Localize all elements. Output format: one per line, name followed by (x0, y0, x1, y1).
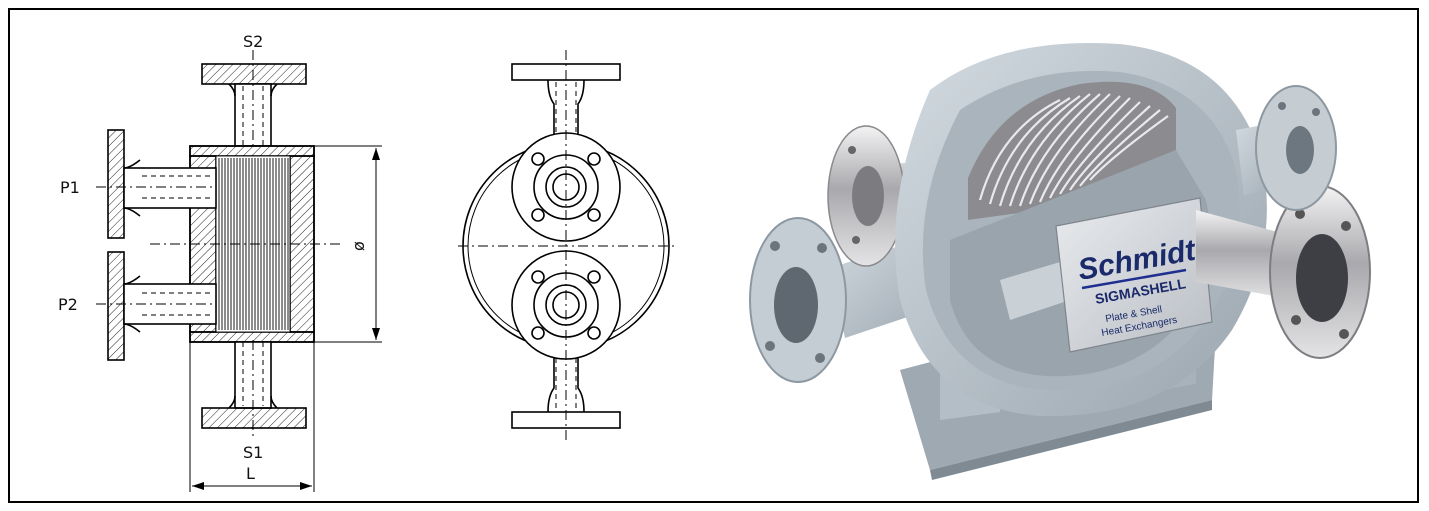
label-s1: S1 (243, 443, 263, 462)
p2-flange (107, 251, 125, 361)
s1-flange (201, 407, 307, 429)
label-length: L (246, 464, 255, 483)
product-photo: Schmidt SIGMASHELL Plate & Shell Heat Ex… (749, 42, 1371, 480)
label-diameter: ø (349, 241, 368, 251)
s2-flange (201, 63, 307, 85)
label-p1: P1 (60, 178, 80, 197)
section-view (96, 50, 382, 492)
front-view (458, 50, 676, 444)
label-p2: P2 (58, 295, 78, 314)
label-s2: S2 (243, 32, 263, 51)
brand-plate (1055, 197, 1213, 353)
p1-flange (107, 129, 125, 239)
